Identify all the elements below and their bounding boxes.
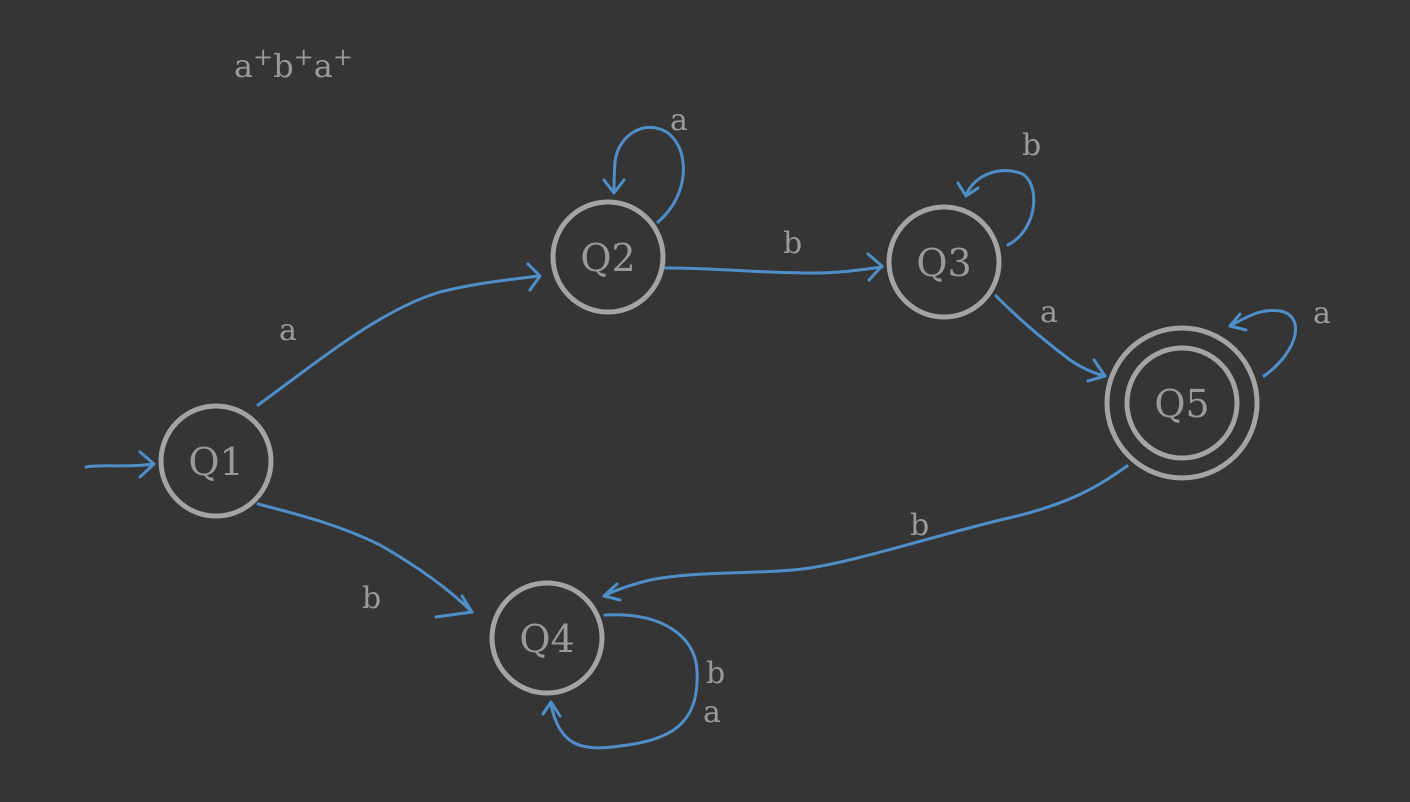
state-q5-label: Q5: [1154, 382, 1209, 426]
edge-label-q3-q3: b: [1022, 128, 1041, 163]
state-q3-label: Q3: [916, 241, 971, 285]
edge-q2-q2-arrowhead: [602, 178, 626, 195]
edge-q5-q5: [1228, 308, 1297, 378]
edge-label-q3-q5: a: [1040, 295, 1058, 330]
state-q3: Q3: [886, 204, 1002, 320]
start-arrow: [84, 462, 156, 469]
state-q4: Q4: [489, 580, 605, 696]
edge-label-q5-q4: b: [910, 508, 929, 543]
state-q2-circle: [550, 199, 666, 315]
regex-sup-3: +: [333, 43, 353, 71]
state-q4-label: Q4: [519, 617, 574, 661]
edge-label-q2-q2: a: [670, 103, 688, 138]
edge-q5-q4-arrowhead: [602, 582, 622, 602]
state-q5-outer-circle: [1104, 325, 1260, 481]
state-q1-label: Q1: [188, 440, 243, 484]
state-q4-circle: [489, 580, 605, 696]
edge-q2-q3-arrowhead: [866, 252, 884, 282]
regex-part-3: a: [314, 47, 333, 85]
regex-part-2: b: [273, 47, 293, 85]
state-q2-label: Q2: [580, 236, 635, 280]
edge-label-q4-q4-top: b: [706, 656, 725, 691]
state-q5: Q5: [1104, 325, 1260, 481]
edge-q3-q5-arrowhead: [1086, 358, 1107, 383]
edge-q2-q2: [612, 126, 685, 224]
start-arrowhead: [138, 450, 156, 479]
edge-label-q2-q3: b: [783, 226, 802, 261]
edge-q2-q3: [663, 265, 884, 275]
state-q1: Q1: [158, 403, 274, 519]
edge-q5-q4: [602, 464, 1129, 598]
regex-sup-1: +: [253, 43, 273, 71]
regex-title: a+b+a+: [234, 43, 353, 85]
edge-q4-q4: [549, 613, 699, 750]
edge-label-q1-q4: b: [362, 581, 381, 616]
edge-q3-q3-arrowhead: [956, 181, 980, 198]
edge-q3-q3: [964, 169, 1036, 247]
edge-label-q1-q2: a: [279, 313, 297, 348]
edge-label-q4-q4-bottom: a: [703, 695, 721, 730]
edge-q3-q5: [994, 294, 1106, 378]
edge-q1-q2-arrowhead: [526, 262, 542, 292]
state-q3-circle: [886, 204, 1002, 320]
regex-sup-2: +: [294, 43, 314, 71]
edge-q1-q2: [256, 274, 540, 407]
edge-label-q5-q5: a: [1313, 296, 1331, 331]
edge-q1-q4: [256, 502, 474, 614]
edge-q1-q4-arrowhead: [434, 594, 474, 619]
state-q2: Q2: [550, 199, 666, 315]
edge-q5-q5-arrowhead: [1228, 312, 1248, 332]
edge-q4-q4-arrowhead: [541, 700, 562, 718]
state-q5-inner-circle: [1124, 345, 1240, 461]
state-q1-circle: [158, 403, 274, 519]
regex-part-1: a: [234, 47, 253, 85]
